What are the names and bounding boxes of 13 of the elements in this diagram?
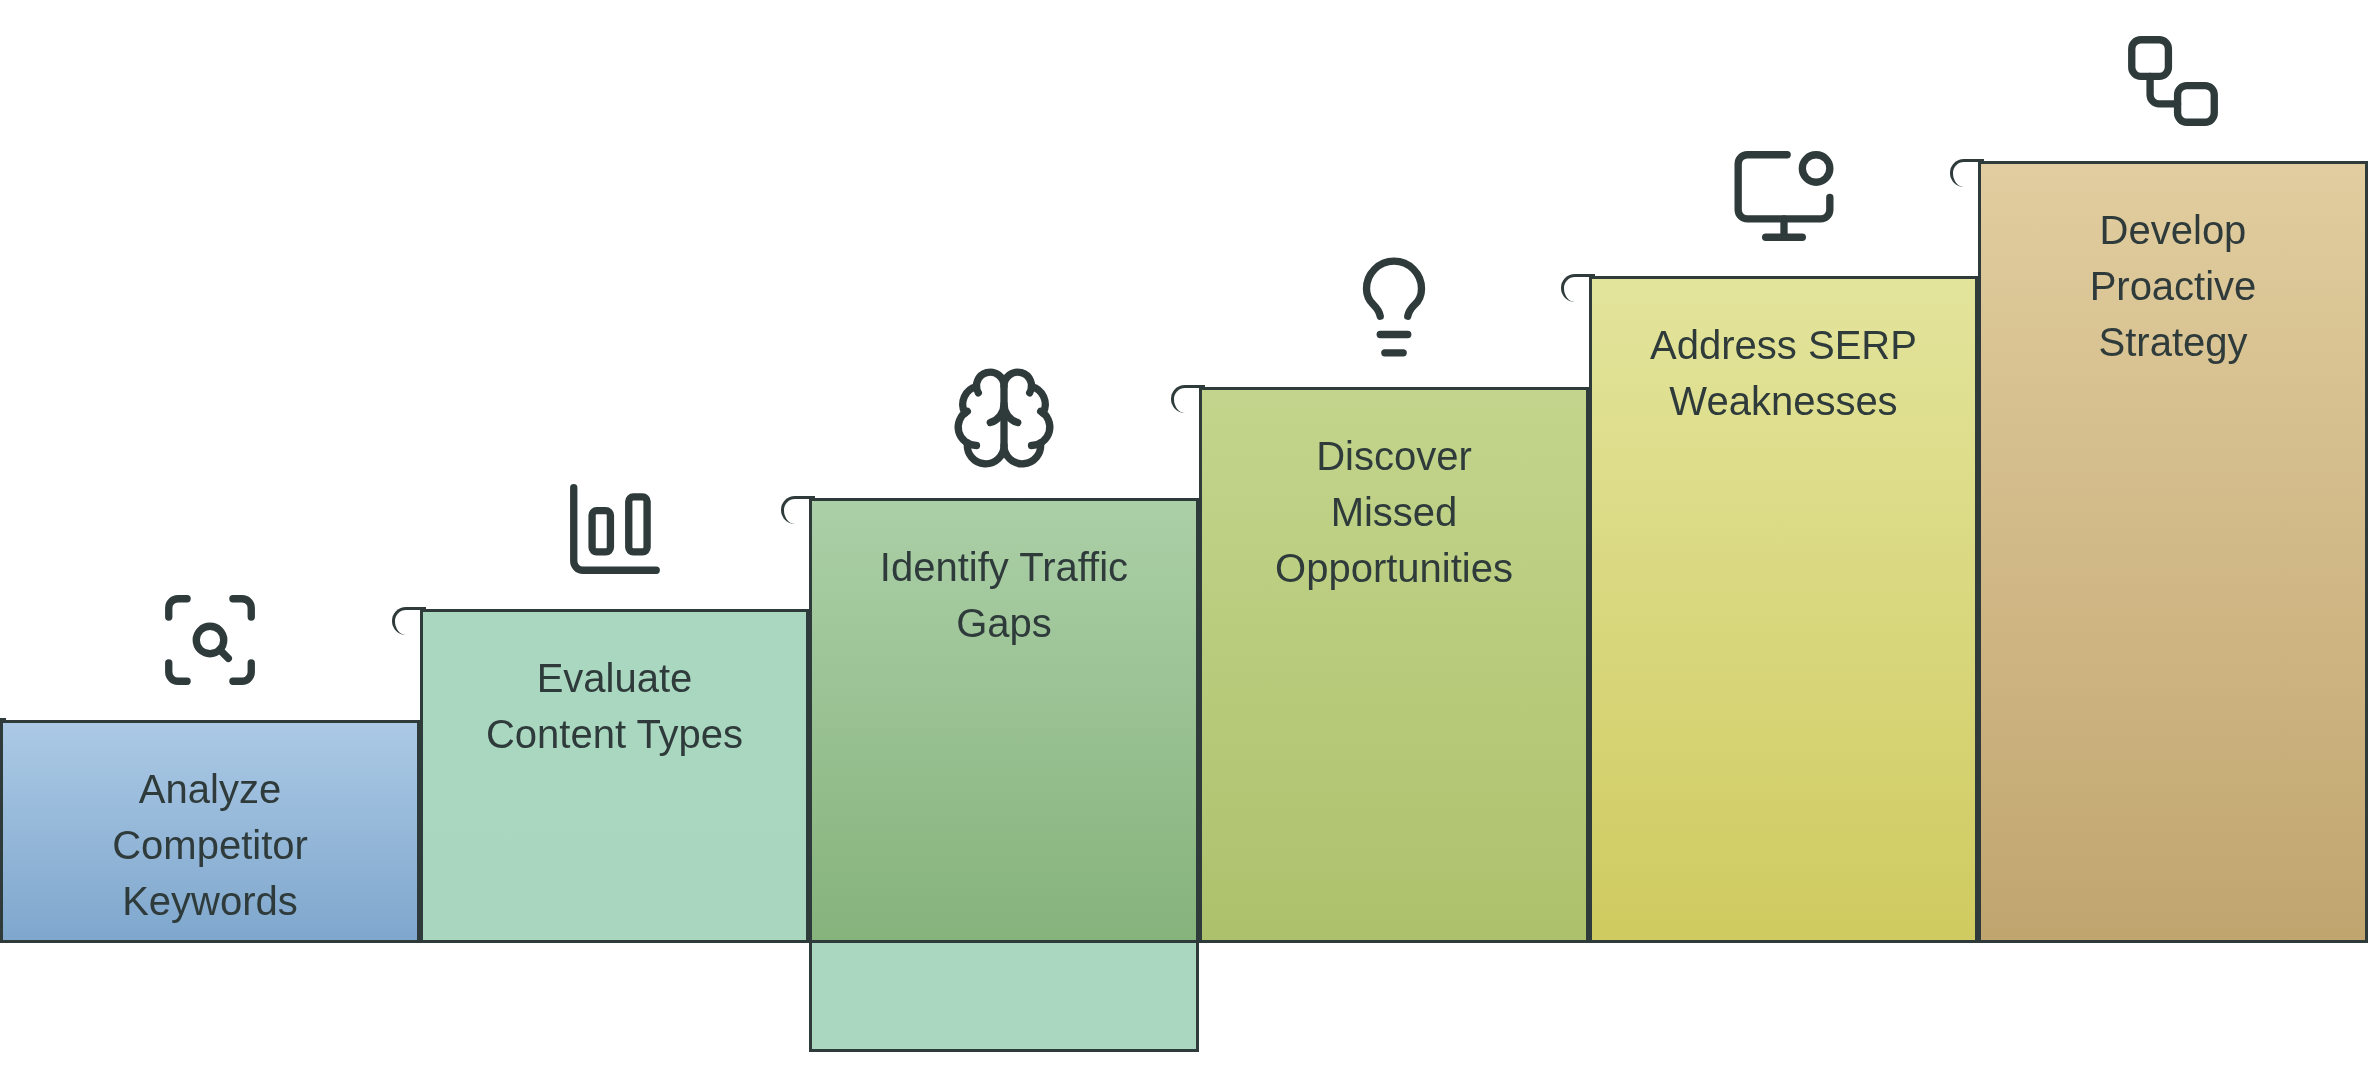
- step-label: Develop Proactive Strategy: [2088, 207, 2258, 366]
- step-box: [1978, 161, 2368, 943]
- step-box: [0, 720, 420, 943]
- step-box: [420, 609, 809, 943]
- step-label: Address SERP Weaknesses: [1649, 322, 1918, 425]
- step-box: [1199, 387, 1589, 943]
- step-label: Analyze Competitor Keywords: [111, 766, 309, 925]
- step-label: Discover Missed Opportunities: [1274, 433, 1514, 592]
- step-base: [809, 943, 1199, 1052]
- step-box: [1589, 276, 1978, 943]
- step-label: Identify Traffic Gaps: [878, 544, 1130, 647]
- step-label: Evaluate Content Types: [484, 655, 745, 758]
- step-box: [809, 498, 1199, 943]
